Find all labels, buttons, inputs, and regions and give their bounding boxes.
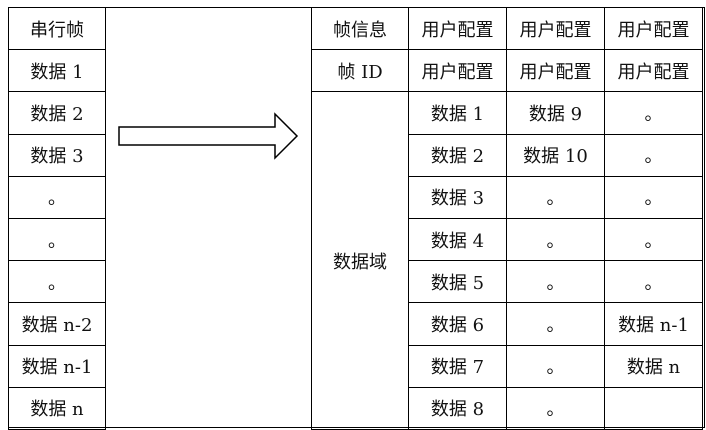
data-cell: 数据 4 bbox=[408, 217, 507, 262]
data-cell: 数据 2 bbox=[408, 133, 507, 177]
user-config-cell: 用户配置 bbox=[506, 49, 605, 93]
data-cell bbox=[604, 386, 703, 430]
serial-frame-cell: 。 bbox=[8, 217, 106, 262]
user-config-cell: 用户配置 bbox=[604, 49, 703, 93]
user-config-header: 用户配置 bbox=[506, 6, 605, 51]
data-cell: 。 bbox=[506, 175, 605, 219]
user-config-header: 用户配置 bbox=[604, 6, 703, 51]
serial-frame-cell: 数据 n-1 bbox=[8, 344, 106, 388]
data-cell: 。 bbox=[604, 260, 703, 304]
data-cell: 。 bbox=[506, 217, 605, 262]
serial-frame-cell: 数据 2 bbox=[8, 91, 106, 135]
serial-frame-table: 串行帧 数据 1 数据 2 数据 3 。 。 。 数据 n-2 数据 n-1 数… bbox=[8, 6, 106, 430]
data-cell: 数据 7 bbox=[408, 344, 507, 388]
serial-frame-cell: 。 bbox=[8, 175, 106, 219]
data-cell: 数据 10 bbox=[506, 133, 605, 177]
serial-frame-cell: 。 bbox=[8, 260, 106, 304]
data-cell: 数据 3 bbox=[408, 175, 507, 219]
data-cell: 。 bbox=[506, 344, 605, 388]
data-cell: 数据 9 bbox=[506, 91, 605, 135]
data-cell: 。 bbox=[506, 260, 605, 304]
user-config-header: 用户配置 bbox=[408, 6, 507, 51]
data-cell: 。 bbox=[506, 302, 605, 346]
right-arrow-icon bbox=[118, 112, 299, 160]
data-cell: 数据 1 bbox=[408, 91, 507, 135]
data-cell: 。 bbox=[604, 91, 703, 135]
serial-frame-cell: 数据 3 bbox=[8, 133, 106, 177]
serial-frame-header: 串行帧 bbox=[8, 6, 106, 51]
frame-info-header: 帧信息 bbox=[311, 6, 409, 51]
data-field-label: 数据域 bbox=[311, 91, 409, 430]
serial-frame-cell: 数据 1 bbox=[8, 49, 106, 93]
user-config-cell: 用户配置 bbox=[408, 49, 507, 93]
serial-frame-cell: 数据 n bbox=[8, 386, 106, 430]
data-cell: 。 bbox=[604, 133, 703, 177]
serial-frame-cell: 数据 n-2 bbox=[8, 302, 106, 346]
frame-structure-table: 帧信息 用户配置 用户配置 用户配置 帧 ID 用户配置 用户配置 用户配置 数… bbox=[311, 6, 703, 430]
frame-id-label: 帧 ID bbox=[311, 49, 409, 93]
data-cell: 数据 n bbox=[604, 344, 703, 388]
data-cell: 。 bbox=[506, 386, 605, 430]
data-cell: 。 bbox=[604, 217, 703, 262]
data-cell: 数据 n-1 bbox=[604, 302, 703, 346]
data-cell: 。 bbox=[604, 175, 703, 219]
data-cell: 数据 8 bbox=[408, 386, 507, 430]
data-cell: 数据 5 bbox=[408, 260, 507, 304]
data-cell: 数据 6 bbox=[408, 302, 507, 346]
